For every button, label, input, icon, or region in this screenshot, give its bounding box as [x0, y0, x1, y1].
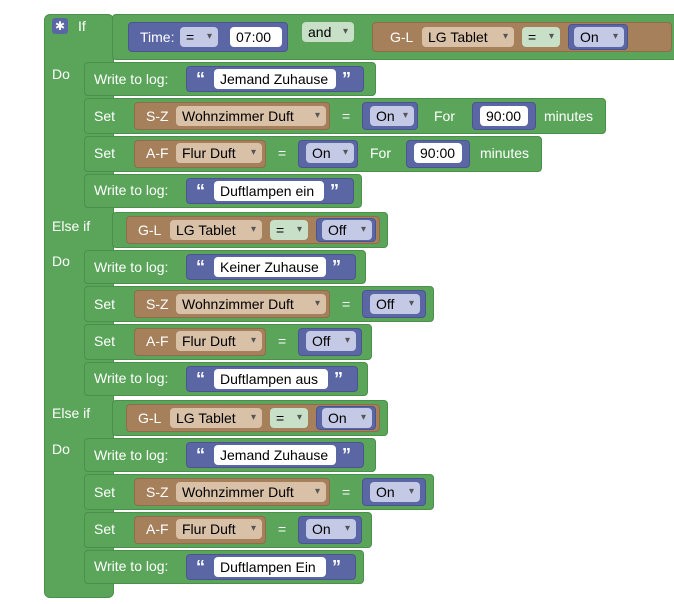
- time-value-field[interactable]: 07:00: [230, 27, 282, 47]
- device-dropdown[interactable]: Wohnzimmer Duft: [176, 294, 326, 314]
- device-prefix: A-F: [146, 521, 169, 537]
- compare-operator-dropdown[interactable]: =: [270, 408, 308, 428]
- do-label: Do: [52, 66, 70, 82]
- log-text-field[interactable]: Duftlampen Ein: [214, 557, 326, 577]
- device-dropdown[interactable]: Wohnzimmer Duft: [176, 482, 326, 502]
- device-dropdown[interactable]: LG Tablet: [170, 220, 262, 240]
- do-label: Do: [52, 441, 70, 457]
- for-label: For: [370, 145, 391, 161]
- device-dropdown[interactable]: LG Tablet: [170, 408, 262, 428]
- log-label: Write to log:: [94, 71, 169, 87]
- quote-close-icon: ”: [342, 69, 351, 89]
- quote-close-icon: ”: [334, 369, 343, 389]
- log-label: Write to log:: [94, 182, 169, 198]
- if-label: If: [78, 18, 86, 34]
- set-label: Set: [94, 484, 116, 500]
- set-label: Set: [94, 108, 116, 124]
- equals-label: =: [342, 296, 351, 312]
- time-label: Time:: [140, 29, 175, 45]
- state-dropdown[interactable]: On: [306, 143, 354, 163]
- log-text-field[interactable]: Keiner Zuhause: [214, 257, 326, 277]
- state-dropdown[interactable]: On: [370, 106, 414, 126]
- state-dropdown[interactable]: Off: [306, 331, 356, 351]
- log-text-field[interactable]: Duftlampen aus: [214, 369, 328, 389]
- log-label: Write to log:: [94, 370, 169, 386]
- minutes-label: minutes: [544, 108, 594, 124]
- quote-open-icon: “: [196, 181, 205, 201]
- device-prefix: G-L: [138, 410, 162, 426]
- device-prefix: G-L: [390, 29, 414, 45]
- equals-label: =: [278, 521, 287, 537]
- compare-operator-dropdown[interactable]: =: [522, 27, 560, 47]
- time-operator-dropdown[interactable]: =: [180, 27, 218, 47]
- log-label: Write to log:: [94, 259, 169, 275]
- else-if-label: Else if: [52, 405, 91, 421]
- quote-close-icon: ”: [330, 181, 339, 201]
- gear-icon[interactable]: ✱: [52, 18, 68, 34]
- quote-open-icon: “: [196, 445, 205, 465]
- device-dropdown[interactable]: LG Tablet: [422, 27, 514, 47]
- device-dropdown[interactable]: Flur Duft: [176, 331, 262, 351]
- equals-label: =: [278, 333, 287, 349]
- duration-field[interactable]: 90:00: [414, 143, 462, 163]
- for-label: For: [434, 108, 455, 124]
- device-prefix: A-F: [146, 145, 169, 161]
- device-dropdown[interactable]: Flur Duft: [176, 143, 262, 163]
- set-label: Set: [94, 145, 116, 161]
- log-label: Write to log:: [94, 447, 169, 463]
- equals-label: =: [342, 108, 351, 124]
- duration-field[interactable]: 90:00: [480, 106, 528, 126]
- quote-open-icon: “: [196, 369, 205, 389]
- quote-open-icon: “: [196, 257, 205, 277]
- compare-operator-dropdown[interactable]: =: [270, 220, 308, 240]
- set-label: Set: [94, 296, 116, 312]
- quote-close-icon: ”: [332, 257, 341, 277]
- equals-label: =: [342, 484, 351, 500]
- do-label: Do: [52, 253, 70, 269]
- set-label: Set: [94, 333, 116, 349]
- state-dropdown[interactable]: On: [322, 408, 372, 428]
- device-dropdown[interactable]: Flur Duft: [176, 519, 262, 539]
- log-text-field[interactable]: Jemand Zuhause: [214, 445, 336, 465]
- device-prefix: S-Z: [146, 108, 169, 124]
- and-dropdown[interactable]: and: [302, 22, 354, 42]
- log-text-field[interactable]: Duftlampen ein: [214, 181, 324, 201]
- equals-label: =: [278, 145, 287, 161]
- device-prefix: S-Z: [146, 484, 169, 500]
- else-if-label: Else if: [52, 218, 91, 234]
- quote-open-icon: “: [196, 69, 205, 89]
- log-label: Write to log:: [94, 558, 169, 574]
- state-dropdown[interactable]: On: [370, 482, 420, 502]
- device-prefix: A-F: [146, 333, 169, 349]
- state-dropdown[interactable]: On: [574, 27, 624, 47]
- set-label: Set: [94, 521, 116, 537]
- minutes-label: minutes: [480, 145, 530, 161]
- device-dropdown[interactable]: Wohnzimmer Duft: [176, 106, 326, 126]
- quote-close-icon: ”: [342, 445, 351, 465]
- quote-open-icon: “: [196, 557, 205, 577]
- state-dropdown[interactable]: On: [306, 519, 356, 539]
- state-dropdown[interactable]: Off: [370, 294, 420, 314]
- state-dropdown[interactable]: Off: [322, 220, 372, 240]
- log-text-field[interactable]: Jemand Zuhause: [214, 69, 336, 89]
- device-prefix: S-Z: [146, 296, 169, 312]
- device-prefix: G-L: [138, 222, 162, 238]
- quote-close-icon: ”: [332, 557, 341, 577]
